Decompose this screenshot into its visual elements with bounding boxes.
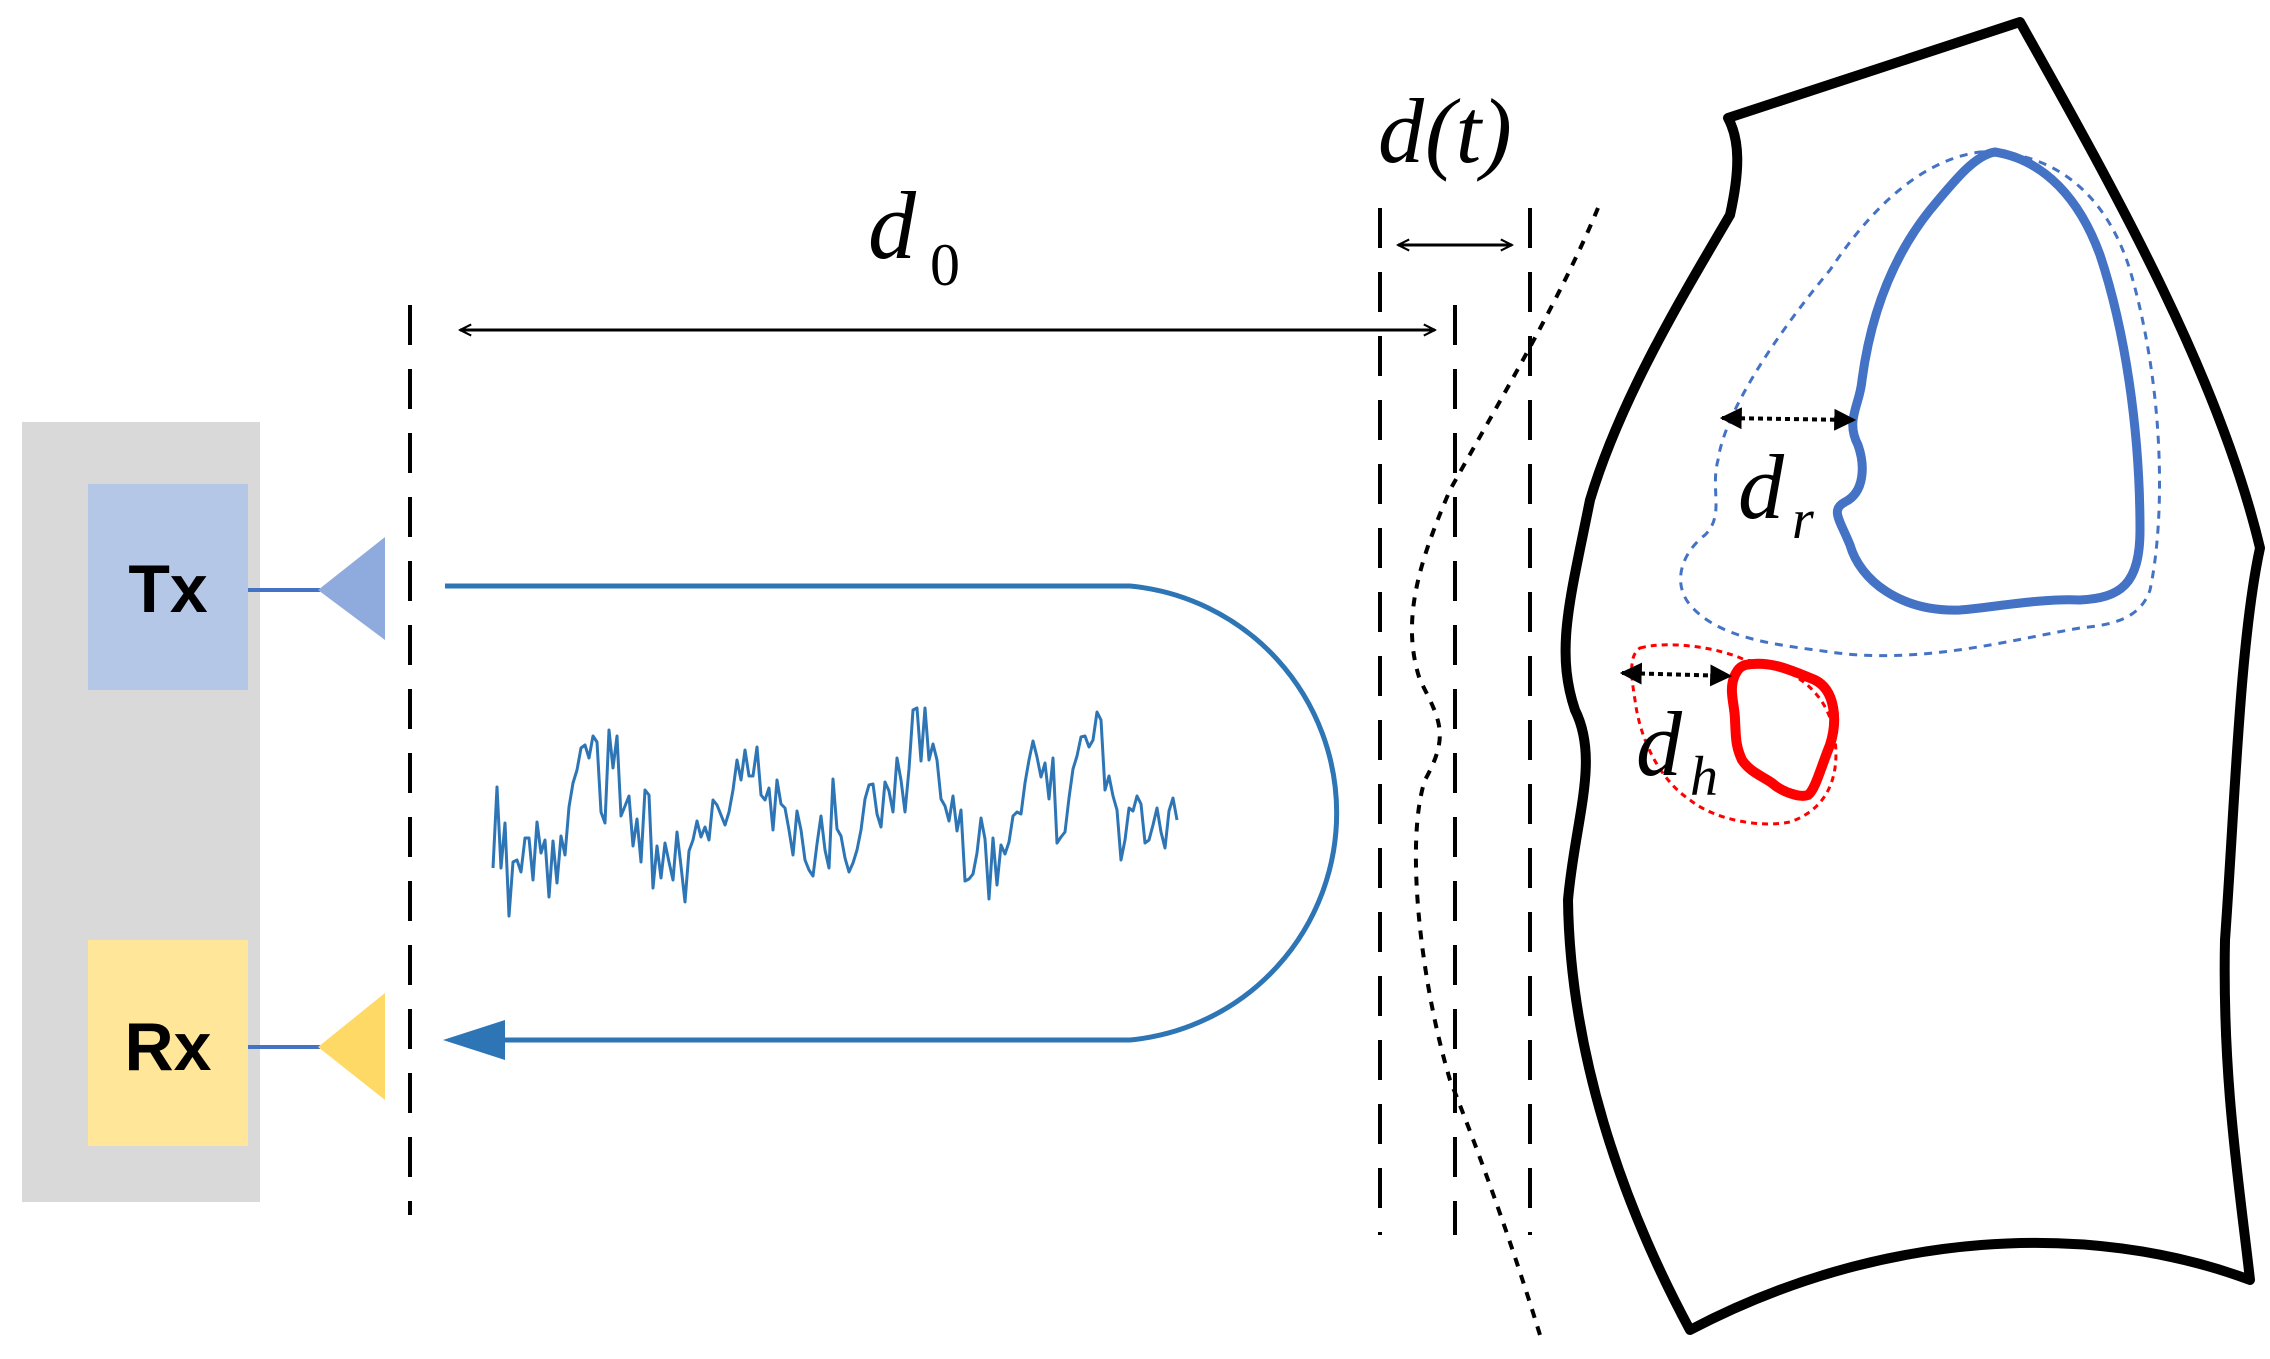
svg-text:d: d	[1738, 436, 1785, 538]
heart-expanded-outline	[1630, 643, 1838, 826]
torso-outline	[1560, 17, 2265, 1335]
dr-label: d r	[1738, 436, 1814, 551]
rx-antenna-icon	[318, 993, 385, 1100]
signal-path	[445, 583, 1340, 1043]
rx-label: Rx	[125, 1009, 212, 1085]
received-waveform	[491, 706, 1179, 918]
svg-text:(t): (t)	[1425, 80, 1512, 182]
lung-contracted-outline	[1832, 147, 2145, 615]
d0-label: d 0	[868, 172, 960, 298]
svg-text:0: 0	[930, 232, 960, 298]
dr-arrow	[1719, 407, 1857, 431]
heart-contracted-outline	[1726, 658, 1840, 801]
lung-expanded-outline	[1679, 150, 2161, 658]
svg-text:h: h	[1690, 746, 1718, 808]
dt-label: d (t)	[1378, 80, 1512, 182]
tx-box	[88, 484, 248, 690]
svg-text:d: d	[868, 172, 917, 279]
return-arrowhead	[443, 1020, 505, 1060]
tx-label: Tx	[128, 551, 208, 627]
dh-label: d h	[1636, 693, 1718, 808]
svg-text:r: r	[1792, 489, 1814, 551]
chest-surface-curve	[1409, 207, 1600, 1336]
tx-antenna-icon	[318, 537, 385, 640]
dh-arrow	[1619, 662, 1733, 687]
rx-box	[88, 940, 248, 1146]
radar-device: Tx Rx	[22, 422, 385, 1202]
svg-text:d: d	[1636, 693, 1683, 795]
svg-text:d: d	[1378, 80, 1425, 182]
